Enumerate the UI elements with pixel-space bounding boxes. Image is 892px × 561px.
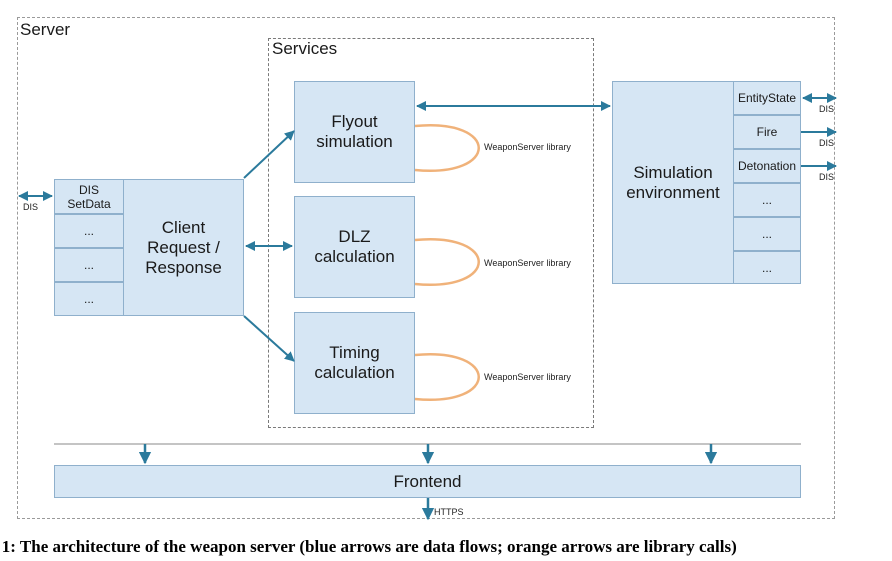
node-label-line: Timing (329, 343, 380, 362)
https-label: HTTPS (434, 507, 464, 517)
sim-cell-text: EntityState (737, 91, 797, 105)
sim-dis-label-detonation: DIS (819, 172, 835, 182)
sim-cell-fire: Fire (733, 115, 801, 149)
node-label-line: calculation (314, 247, 395, 266)
client-cell: ... (54, 214, 124, 248)
client-node: Client Request / Response (123, 179, 244, 316)
sim-cell: ... (733, 217, 801, 251)
server-label: Server (20, 20, 71, 39)
client-cell-line: SetData (67, 196, 111, 211)
dlz-calculation-node: DLZ calculation (294, 196, 415, 298)
library-label-flyout: WeaponServer library (484, 142, 571, 152)
library-label-timing: WeaponServer library (484, 372, 571, 382)
sim-cell: ... (733, 183, 801, 217)
client-cell-text: ... (83, 292, 94, 306)
client-cell-dis-setdata: DIS SetData (54, 179, 124, 214)
sim-cell-text: ... (761, 227, 772, 241)
client-cell-line: DIS (78, 182, 99, 197)
frontend-node: Frontend (54, 465, 801, 498)
node-label-line: DLZ (338, 227, 371, 246)
sim-cell-text: ... (761, 260, 772, 275)
client-dis-label: DIS (23, 202, 39, 212)
sim-cell-text: Detonation (737, 159, 797, 173)
sim-dis-label-entitystate: DIS (819, 104, 835, 114)
client-label-line: Client (161, 217, 206, 237)
library-call-loop-timing (414, 353, 480, 401)
client-cell-text: ... (83, 224, 94, 238)
client-label-line: Response (145, 257, 222, 277)
library-call-loop-dlz (414, 238, 480, 286)
sim-dis-label-fire: DIS (819, 138, 835, 148)
flyout-simulation-node: Flyout simulation (294, 81, 415, 183)
timing-calculation-node: Timing calculation (294, 312, 415, 414)
sim-label-line: Simulation (633, 162, 713, 182)
sim-cell-text: ... (761, 193, 772, 207)
node-label-line: Flyout (331, 112, 378, 131)
node-label-line: calculation (314, 363, 395, 382)
library-call-loop-flyout (414, 124, 480, 172)
client-label-line: Request / (147, 237, 220, 257)
figure-caption: e 1: The architecture of the weapon serv… (0, 537, 737, 556)
client-cell-text: ... (83, 258, 94, 272)
arrow-client-to-flyout (243, 130, 295, 179)
sim-cell-entitystate: EntityState (733, 81, 801, 115)
node-label-line: simulation (316, 132, 393, 151)
sim-cell: ... (733, 251, 801, 284)
sim-cell-detonation: Detonation (733, 149, 801, 183)
services-boundary (268, 38, 594, 428)
sim-cell-text: Fire (756, 125, 778, 139)
library-label-dlz: WeaponServer library (484, 258, 571, 268)
client-cell: ... (54, 282, 124, 316)
services-label: Services (272, 39, 338, 58)
arrow-client-to-timing (243, 315, 295, 362)
sim-label-line: environment (626, 182, 720, 202)
frontend-label: Frontend (393, 471, 462, 491)
